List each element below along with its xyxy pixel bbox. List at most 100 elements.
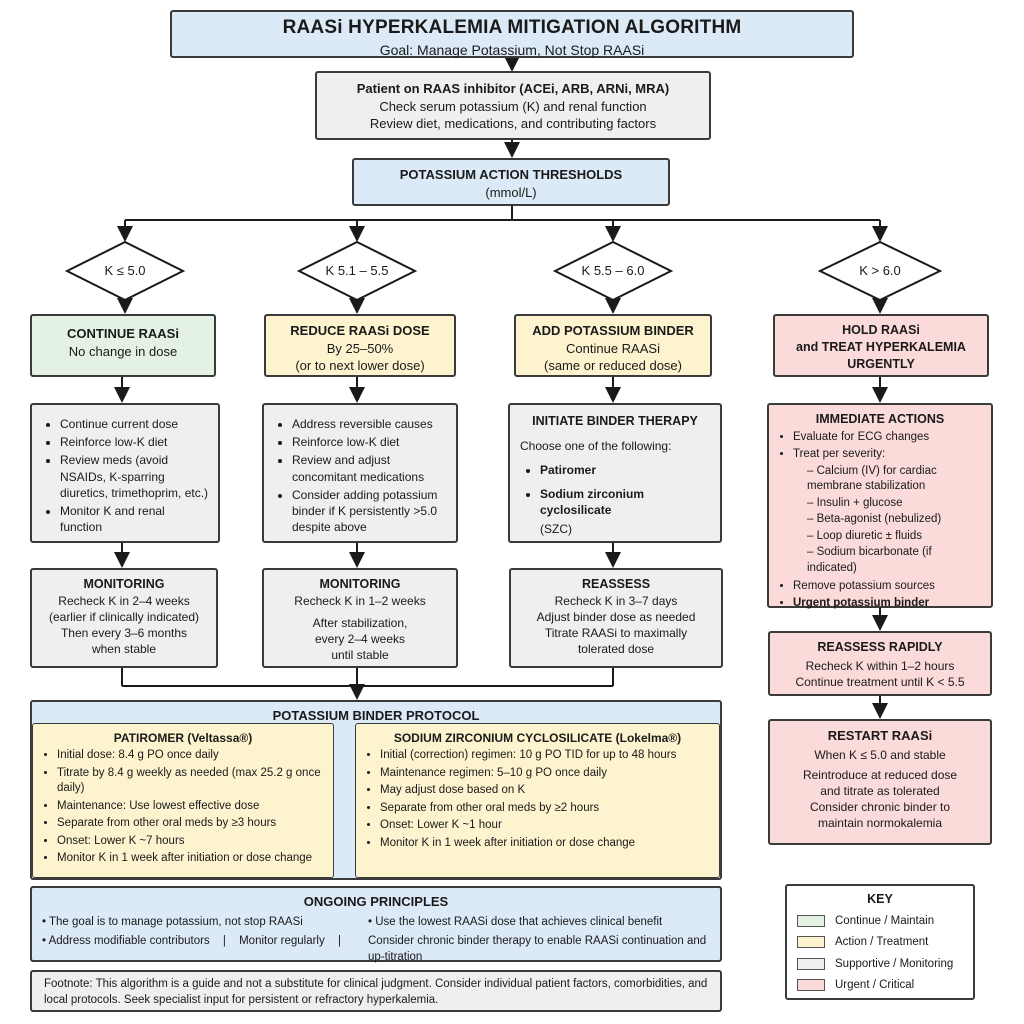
- action-sub: (same or reduced dose): [543, 358, 682, 374]
- footnote-text: Footnote: This algorithm is a guide and …: [44, 978, 708, 1006]
- detail-item: Reinforce low-K diet: [292, 434, 448, 450]
- detail-item: Monitor K and renal function: [60, 503, 210, 535]
- restart-title: RESTART RAASi: [827, 728, 933, 743]
- principles-title: ONGOING PRINCIPLES: [303, 894, 449, 909]
- action-sub: No change in dose: [68, 343, 178, 359]
- decision-k-le-5: K ≤ 5.0: [104, 263, 146, 278]
- restart-line: and titrate as tolerated: [820, 783, 940, 798]
- binder-option-note: (SZC): [540, 521, 572, 536]
- restart-raasi-box: RESTART RAASi When K ≤ 5.0 and stable Re…: [768, 719, 992, 845]
- action-title: ADD POTASSIUM BINDER: [532, 323, 694, 338]
- therapy-title: INITIATE BINDER THERAPY: [532, 414, 698, 428]
- reduce-details-box: Address reversible causes Reinforce low-…: [262, 403, 458, 543]
- action-title: CONTINUE RAASi: [67, 326, 179, 341]
- szc-item: Monitor K in 1 week after initiation or …: [380, 836, 711, 852]
- legend-key-box: KEY Continue / Maintain Action / Treatme…: [785, 884, 975, 1000]
- key-row-continue: Continue / Maintain: [797, 914, 963, 930]
- immediate-item: Treat per severity:: [793, 448, 886, 461]
- reassess-rapidly-box: REASSESS RAPIDLY Recheck K within 1–2 ho…: [768, 631, 992, 696]
- principle-separator: |: [337, 935, 341, 948]
- swatch-grey: [797, 957, 825, 970]
- action-title: and TREAT HYPERKALEMIA: [796, 339, 966, 354]
- reassess-box: REASSESS Recheck K in 3–7 days Adjust bi…: [509, 568, 723, 668]
- patiromer-item: Monitor K in 1 week after initiation or …: [57, 851, 325, 867]
- action-sub: By 25–50%: [326, 340, 394, 356]
- key-label: Supportive / Monitoring: [835, 957, 954, 970]
- immediate-item: Remove potassium sources: [793, 579, 983, 595]
- detail-item: Continue current dose: [60, 416, 210, 432]
- decision-k-5-1-5-5: K 5.1 – 5.5: [325, 263, 389, 278]
- continue-details-box: Continue current dose Reinforce low-K di…: [30, 403, 220, 543]
- reduce-raasi-box: REDUCE RAASi DOSE By 25–50% (or to next …: [264, 314, 456, 377]
- principle-item: Address modifiable contributors: [48, 935, 210, 948]
- immediate-item: Evaluate for ECG changes: [793, 430, 983, 446]
- start-line: Check serum potassium (K) and renal func…: [379, 98, 647, 114]
- treatment-item: Calcium (IV) for cardiac membrane stabil…: [807, 464, 983, 495]
- monitor-line: Recheck K in 2–4 weeks: [58, 593, 190, 608]
- key-title: KEY: [867, 892, 893, 906]
- monitor-line: Then every 3–6 months: [60, 626, 188, 641]
- restart-line: Consider chronic binder to: [809, 800, 951, 815]
- binder-option: Sodium zirconium cyclosilicate: [540, 486, 710, 518]
- action-title: HOLD RAASi: [842, 323, 920, 337]
- szc-item: Maintenance regimen: 5–10 g PO once dail…: [380, 766, 711, 782]
- monitor-line: when stable: [91, 642, 157, 657]
- swatch-yellow: [797, 936, 825, 949]
- patiromer-title: PATIROMER (Veltassa®): [113, 731, 253, 745]
- action-title: URGENTLY: [847, 356, 915, 371]
- key-label: Action / Treatment: [835, 936, 929, 949]
- detail-item: Review and adjust concomitant medication…: [292, 452, 448, 484]
- detail-item: Reinforce low-K diet: [60, 434, 210, 450]
- hold-raasi-box: HOLD RAASi and TREAT HYPERKALEMIA URGENT…: [773, 314, 989, 377]
- continue-raasi-box: CONTINUE RAASi No change in dose: [30, 314, 216, 377]
- patiromer-item: Titrate by 8.4 g weekly as needed (max 2…: [57, 766, 325, 797]
- reassess-rapid-title: REASSESS RAPIDLY: [817, 640, 943, 654]
- monitor-line: (earlier if clinically indicated): [48, 610, 200, 625]
- patiromer-item: Onset: Lower K ~7 hours: [57, 834, 325, 850]
- patiromer-item: Initial dose: 8.4 g PO once daily: [57, 748, 325, 764]
- monitor-line: Recheck K in 1–2 weeks: [294, 593, 426, 608]
- binder-option: Patiromer: [540, 462, 710, 478]
- thresholds-box: POTASSIUM ACTION THRESHOLDS (mmol/L): [352, 158, 670, 206]
- footnote-box: Footnote: This algorithm is a guide and …: [30, 970, 722, 1012]
- binder-therapy-box: INITIATE BINDER THERAPY Choose one of th…: [508, 403, 722, 543]
- restart-line: When K ≤ 5.0 and stable: [814, 747, 946, 762]
- therapy-intro: Choose one of the following:: [520, 438, 672, 453]
- principle-item: Consider chronic binder therapy to enabl…: [368, 935, 707, 963]
- restart-line: Reintroduce at reduced dose: [802, 767, 958, 782]
- patiromer-box: PATIROMER (Veltassa®) Initial dose: 8.4 …: [32, 723, 334, 878]
- reassess-rapid-line: Recheck K within 1–2 hours: [805, 658, 955, 673]
- szc-item: May adjust dose based on K: [380, 783, 711, 799]
- monitor-title: MONITORING: [319, 577, 401, 591]
- page-title: RAASi HYPERKALEMIA MITIGATION ALGORITHM: [282, 17, 742, 38]
- monitoring-box-1: MONITORING Recheck K in 2–4 weeks (earli…: [30, 568, 218, 668]
- key-row-supportive: Supportive / Monitoring: [797, 957, 963, 973]
- ongoing-principles-box: ONGOING PRINCIPLES • The goal is to mana…: [30, 886, 722, 963]
- reassess-title: REASSESS: [581, 577, 651, 591]
- swatch-green: [797, 914, 825, 927]
- reassess-line: Recheck K in 3–7 days: [554, 593, 678, 608]
- add-binder-box: ADD POTASSIUM BINDER Continue RAASi (sam…: [514, 314, 712, 377]
- key-row-urgent: Urgent / Critical: [797, 978, 963, 994]
- reassess-line: Adjust binder dose as needed: [536, 610, 696, 625]
- monitor-title: MONITORING: [83, 577, 165, 591]
- swatch-red: [797, 979, 825, 992]
- key-label: Urgent / Critical: [835, 979, 915, 992]
- monitor-line: until stable: [331, 648, 389, 663]
- thresholds-title: POTASSIUM ACTION THRESHOLDS: [399, 167, 623, 182]
- action-sub: (or to next lower dose): [295, 358, 425, 374]
- treatment-item: Sodium bicarbonate (if indicated): [807, 545, 983, 576]
- protocol-title: POTASSIUM BINDER PROTOCOL: [272, 708, 480, 723]
- szc-item: Initial (correction) regimen: 10 g PO TI…: [380, 748, 711, 764]
- start-line: Review diet, medications, and contributi…: [369, 116, 657, 132]
- reassess-rapid-line: Continue treatment until K < 5.5: [795, 675, 965, 690]
- patiromer-item: Maintenance: Use lowest effective dose: [57, 799, 325, 815]
- patiromer-item: Separate from other oral meds by ≥3 hour…: [57, 816, 325, 832]
- detail-item: Address reversible causes: [292, 416, 448, 432]
- monitor-line: every 2–4 weeks: [314, 632, 406, 647]
- thresholds-unit: (mmol/L): [485, 184, 537, 200]
- monitor-line: After stabilization,: [312, 616, 408, 631]
- key-label: Continue / Maintain: [835, 914, 935, 927]
- principle-item: Use the lowest RAASi dose that achieves …: [375, 915, 663, 928]
